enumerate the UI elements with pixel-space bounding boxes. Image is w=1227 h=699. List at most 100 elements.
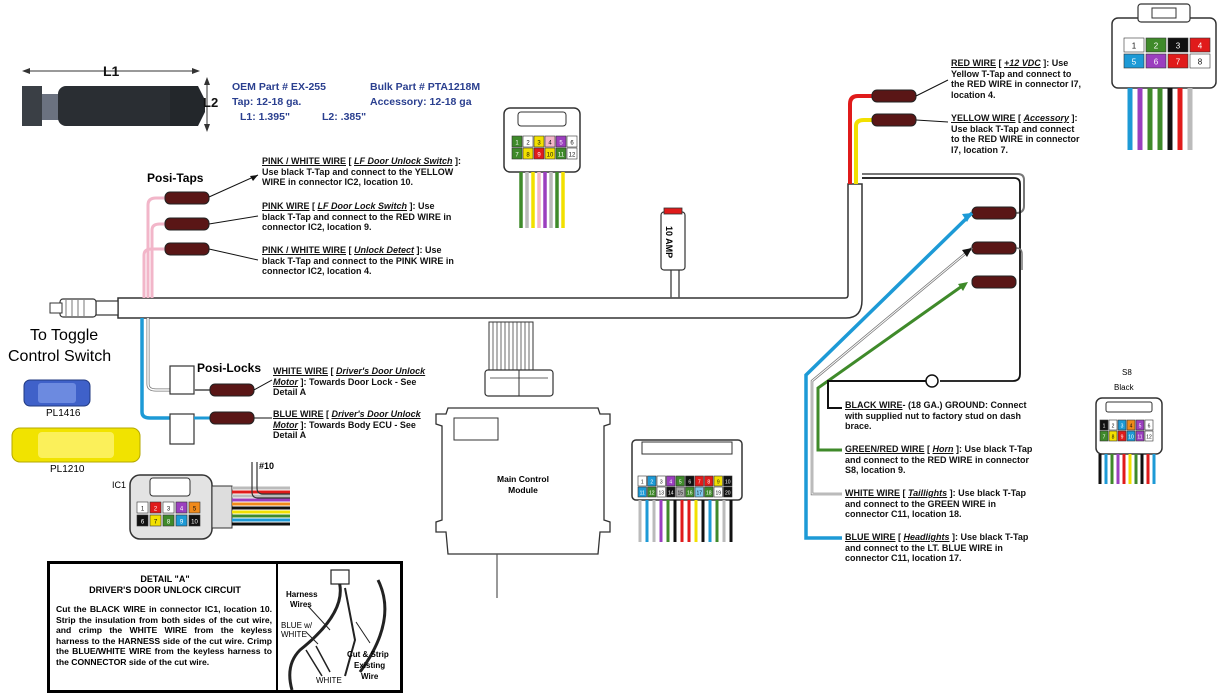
connector-pin: [555, 147, 567, 160]
connector-pin: [136, 501, 149, 514]
wire-name: PINK WIRE: [262, 201, 310, 211]
detail-a-illustration: [288, 569, 387, 691]
accessory-gauge: Accessory: 12-18 ga: [370, 96, 472, 108]
pin-number: 1: [141, 506, 145, 512]
wire-instructions: Use black T-Tap and connect to the LT. B…: [845, 532, 1029, 563]
toggle-label-2: Control Switch: [8, 348, 112, 365]
detail-ref: Detail A: [273, 430, 307, 440]
connector-pin: [1117, 419, 1127, 431]
pin-number: 5: [193, 506, 197, 512]
annotation-pink-lock: PINK WIRE [ LF Door Lock Switch ]: Use b…: [262, 201, 452, 232]
pl1210-label: PL1210: [50, 464, 85, 475]
cut-strip-label-2: Existing: [354, 661, 386, 670]
posi-tap-illustration: [22, 68, 210, 132]
pin-number: 6: [570, 140, 574, 146]
wire-function: LF Door Unlock Switch: [354, 156, 453, 166]
blue-white-label-2: WHITE: [281, 630, 307, 639]
pin-number: 4: [180, 506, 184, 512]
connector-pin: [694, 475, 704, 487]
connector-pin: [1167, 37, 1189, 53]
ground-ring: [925, 374, 939, 388]
cut-strip-label-1: Cut & Strip: [347, 650, 389, 659]
red-wire: [848, 94, 872, 184]
tap-gauge: Tap: 12-18 ga.: [232, 96, 302, 108]
pin-number: 13: [658, 491, 664, 497]
pin-number: 3: [1176, 42, 1181, 51]
pin-number: 10: [191, 519, 198, 525]
posi-tap-2: [164, 215, 259, 231]
pin-number: 7: [515, 152, 519, 158]
connector-pin: [162, 514, 175, 527]
connector-pin: [1108, 419, 1118, 431]
connector-pin: [637, 475, 647, 487]
pin-number: 3: [537, 140, 541, 146]
fuse-label: 10 AMP: [664, 226, 674, 259]
annotation-yellow: YELLOW WIRE [ Accessory ]: Use black T-T…: [951, 113, 1080, 155]
detail-a-box: DETAIL "A" DRIVER'S DOOR UNLOCK CIRCUIT …: [47, 561, 403, 693]
pin-number: 8: [167, 519, 171, 525]
pin-number: 7: [154, 519, 158, 525]
pin-number: 12: [569, 152, 576, 158]
pl1416-connector: [23, 379, 91, 407]
connector-pin: [704, 486, 714, 498]
annotation-red: RED WIRE [ +12 VDC ]: Use Yellow T-Tap a…: [951, 58, 1082, 100]
connector-pin: [723, 486, 733, 498]
pin-number: 20: [725, 491, 731, 497]
annotation-pink-white-unlock: PINK / WHITE WIRE [ LF Door Unlock Switc…: [262, 156, 462, 187]
wire-10-label: #10: [259, 461, 275, 471]
connector-pin: [136, 514, 149, 527]
main-harness: [49, 94, 1025, 420]
connector-pin: [1123, 53, 1145, 69]
connector-pin: [1144, 419, 1154, 431]
pin-number: 1: [1103, 424, 1106, 430]
white-lock-wire: [146, 318, 170, 392]
detail-divider: [276, 564, 278, 690]
pin-number: 7: [698, 480, 701, 486]
ic1-wire-10b: [256, 462, 290, 495]
pin-number: 4: [1198, 42, 1203, 51]
black-ground-lead: [827, 380, 932, 409]
connector-pin: [544, 147, 556, 160]
annotation-blue-lock: BLUE WIRE [ Driver's Door Unlock Motor ]…: [273, 409, 421, 440]
white-label: WHITE: [316, 676, 342, 685]
pin-number: 2: [1154, 42, 1159, 51]
connector-pin: [647, 475, 657, 487]
connector-pin: [522, 147, 534, 160]
white-tail-wire-inner: [811, 247, 973, 495]
connector-pin: [149, 514, 162, 527]
pin-number: 4: [669, 480, 672, 486]
toggle-connector: [49, 298, 119, 318]
right-tap-1: [971, 206, 1017, 220]
connector-pin: [1144, 430, 1154, 442]
fuse-10-amp: [660, 207, 686, 298]
connector-pin: [723, 475, 733, 487]
pin-number: 10: [547, 152, 554, 158]
connector-pin: [188, 514, 201, 527]
pink-wire-2: [150, 222, 165, 298]
wire-function: Accessory: [1023, 113, 1070, 123]
pin-number: 19: [715, 491, 721, 497]
connector-pin: [175, 514, 188, 527]
pin-number: 12: [1146, 435, 1152, 441]
annotation-blue-head: BLUE WIRE [ Headlights ]: Use black T-Ta…: [845, 532, 1029, 563]
connector-pin: [1108, 430, 1118, 442]
connector-pin: [666, 486, 676, 498]
wire-name: RED WIRE: [951, 58, 996, 68]
pin-number: 5: [1139, 424, 1142, 430]
wire-function: +12 VDC: [1004, 58, 1041, 68]
s8-label: S8: [1122, 368, 1132, 377]
oem-part-number: OEM Part # EX-255: [232, 81, 326, 93]
connector-pin: [1189, 37, 1211, 53]
connector-pin: [685, 486, 695, 498]
connector-pin: [1145, 37, 1167, 53]
pin-number: 7: [1176, 58, 1181, 67]
pin-number: 16: [687, 491, 693, 497]
pin-number: 4: [1130, 424, 1133, 430]
connector-pin: [555, 135, 567, 148]
wire-function: Headlights: [903, 532, 950, 542]
pin-number: 8: [707, 480, 710, 486]
connector-pin: [1117, 430, 1127, 442]
pin-number: 8: [1112, 435, 1115, 441]
dim-l1: L1: [103, 63, 120, 79]
